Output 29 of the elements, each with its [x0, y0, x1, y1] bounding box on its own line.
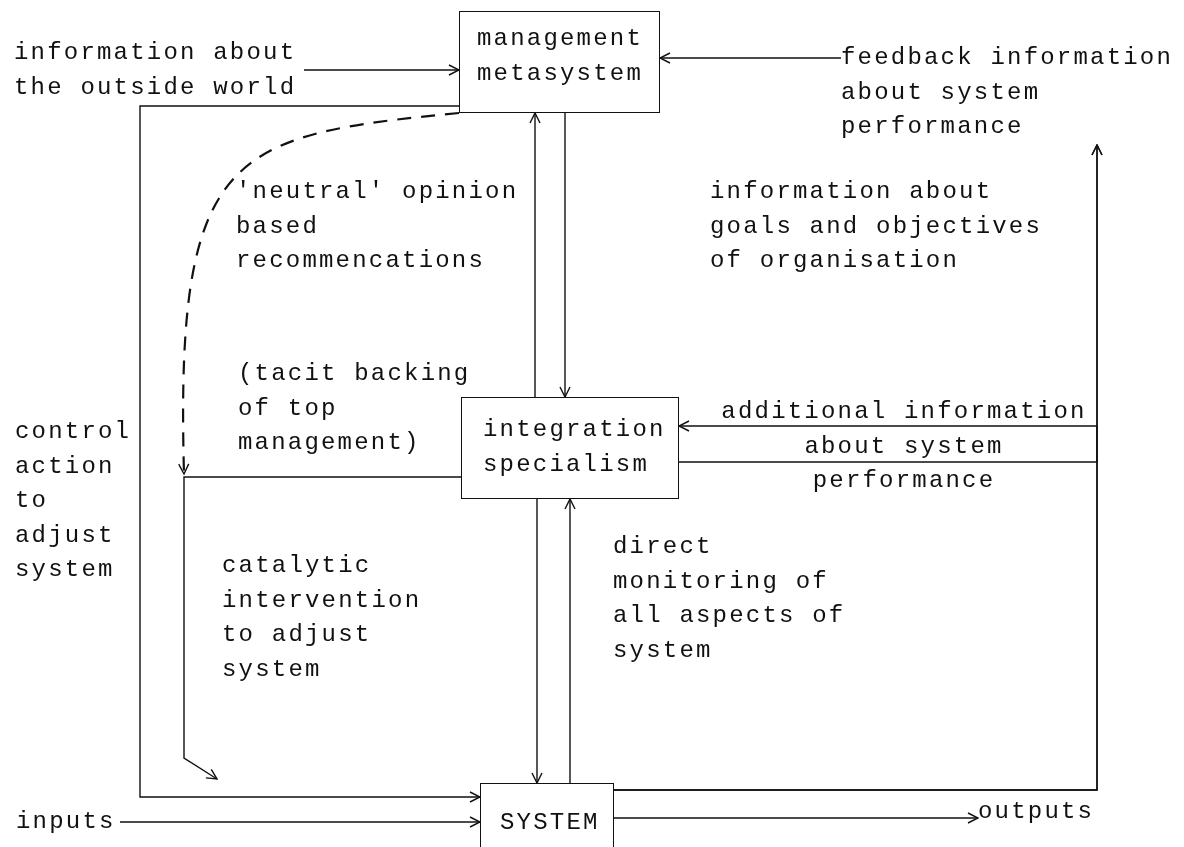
flow-text: feedback information about system performance [841, 41, 1181, 145]
flow-text: information about the outside world [14, 36, 304, 105]
annotation-text: (tacit backing of top management) [238, 359, 472, 458]
arrow [183, 476, 462, 780]
arrow [613, 812, 979, 824]
arrow [139, 105, 481, 803]
annotation-text: catalytic intervention to adjust system [222, 551, 423, 685]
annotation-text: control action to adjust system [15, 417, 133, 585]
annotation-text: 'neutral' opinion based recommencations [236, 177, 520, 276]
box-label: management metasystem [477, 24, 645, 89]
arrow [303, 64, 460, 76]
process-box [480, 783, 614, 847]
box-label: SYSTEM [500, 808, 601, 838]
arrow [529, 112, 541, 398]
arrow [659, 52, 842, 64]
arrow [613, 144, 1103, 791]
process-box [461, 397, 679, 499]
annotation-text: information about goals and objectives of organisation [710, 177, 1044, 276]
arrow [564, 498, 576, 784]
annotation-text: direct monitoring of all aspects of system [613, 532, 847, 666]
box-label: integration specialism [483, 415, 667, 480]
flow-text: inputs [16, 805, 120, 840]
annotation-text: additional information about system performance [720, 397, 1088, 496]
arrow [119, 816, 481, 828]
arrow [559, 112, 571, 398]
arrow [531, 498, 543, 784]
flow-text: outputs [978, 795, 1098, 830]
dashed-arrow [178, 111, 460, 475]
process-box [459, 11, 660, 113]
